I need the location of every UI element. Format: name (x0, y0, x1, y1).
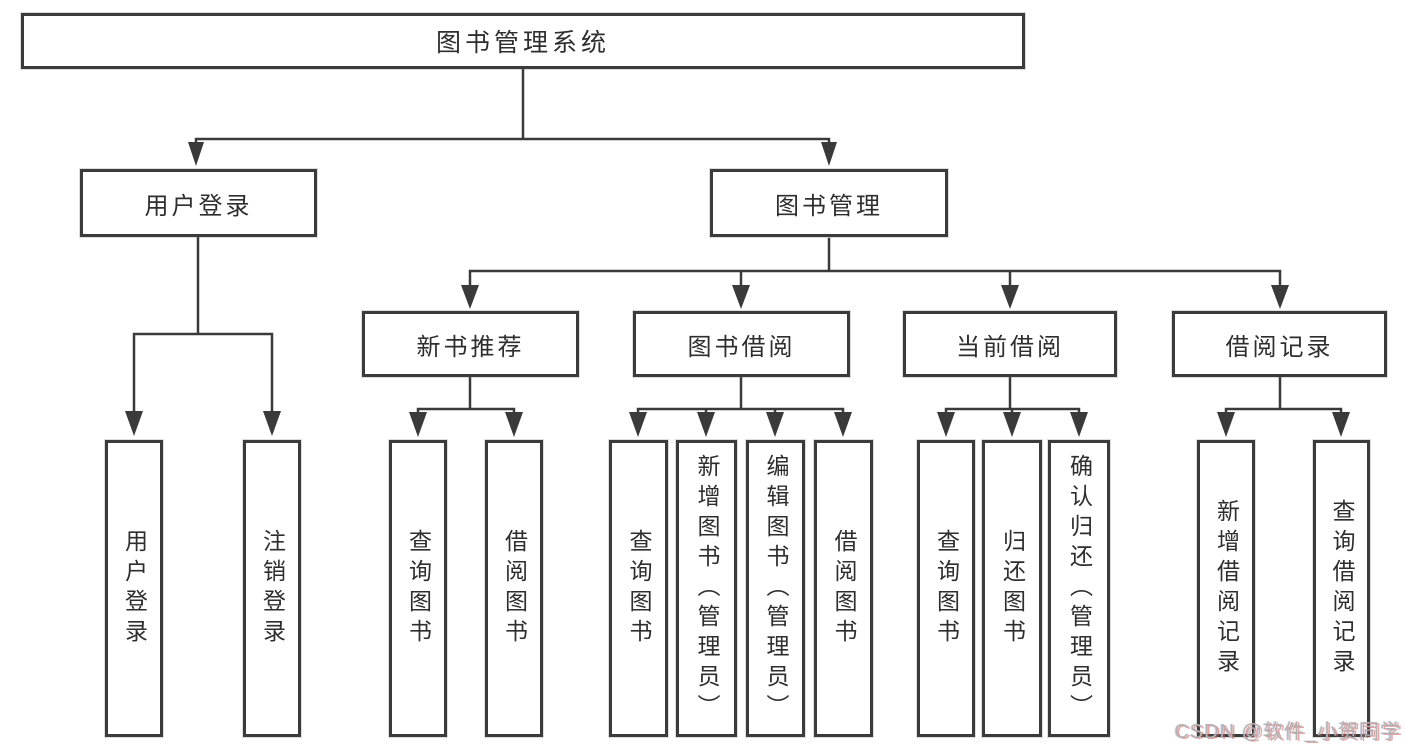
leaf-recommend-borrow-books: 借阅图书 (485, 440, 543, 737)
node-user-login: 用户登录 (80, 169, 317, 237)
node-label: 借阅图书 (501, 528, 528, 649)
node-label: 图书管理系统 (435, 29, 610, 57)
leaf-add-books-admin: 新增图书（管理员） (676, 440, 737, 737)
leaf-recommend-query-books: 查询图书 (389, 440, 447, 737)
node-new-book-recommendation: 新书推荐 (362, 311, 579, 377)
leaf-borrowing-borrow-books: 借阅图书 (814, 440, 873, 737)
node-label: 借阅记录 (1225, 333, 1334, 361)
node-label: 用户登录 (121, 528, 148, 649)
node-book-management: 图书管理 (710, 169, 948, 237)
node-borrowing-records: 借阅记录 (1172, 311, 1387, 377)
leaf-user-login: 用户登录 (105, 440, 163, 737)
node-current-borrowing: 当前借阅 (903, 311, 1117, 377)
node-label: 当前借阅 (956, 333, 1064, 361)
node-label: 图书借阅 (687, 333, 796, 361)
node-book-borrowing: 图书借阅 (633, 311, 850, 377)
leaf-confirm-return-admin: 确认归还（管理员） (1048, 440, 1110, 737)
node-label: 用户登录 (144, 192, 253, 220)
leaf-query-borrow-record: 查询借阅记录 (1313, 440, 1370, 737)
node-label: 查询图书 (933, 528, 960, 649)
node-label: 图书管理 (775, 192, 883, 220)
leaf-logout-login: 注销登录 (243, 440, 301, 737)
node-label: 注销登录 (259, 528, 286, 649)
node-label: 借阅图书 (831, 528, 857, 649)
node-label: 编辑图书（管理员） (763, 453, 789, 724)
node-label: 新增借阅记录 (1213, 498, 1240, 679)
node-label: 新书推荐 (416, 333, 525, 361)
leaf-edit-books-admin: 编辑图书（管理员） (746, 440, 805, 737)
node-label: 确认归还（管理员） (1066, 453, 1093, 724)
node-label: 新增图书（管理员） (694, 453, 720, 724)
node-label: 查询图书 (626, 528, 652, 649)
leaf-current-query-books: 查询图书 (917, 440, 975, 737)
leaf-borrowing-query-books: 查询图书 (609, 440, 668, 737)
leaf-return-books: 归还图书 (982, 440, 1042, 737)
leaf-add-borrow-record: 新增借阅记录 (1197, 440, 1255, 737)
node-label: 查询借阅记录 (1329, 498, 1355, 679)
watermark: CSDN @软件_小贺同学 (1174, 721, 1401, 743)
node-label: 归还图书 (999, 528, 1026, 649)
node-label: 查询图书 (405, 528, 432, 649)
node-library-management-system: 图书管理系统 (21, 13, 1025, 69)
